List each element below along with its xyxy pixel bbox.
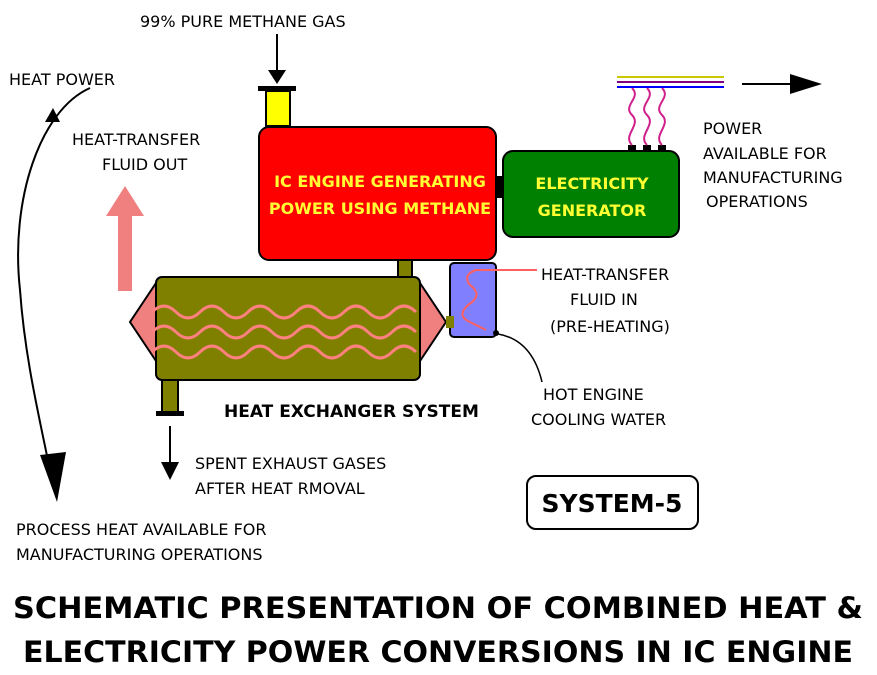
heat-exchanger-body (155, 276, 421, 381)
power-output-arrowhead (790, 74, 822, 94)
methane-inlet-arrowhead (268, 70, 286, 84)
power-label-line3: MANUFACTURING (703, 168, 843, 187)
cooling-water-label-line2: COOLING WATER (531, 410, 666, 429)
process-heat-label-line2: MANUFACTURING OPERATIONS (16, 545, 263, 564)
exhaust-label-line1: SPENT EXHAUST GASES (195, 454, 386, 473)
engine-label-line1: IC ENGINE GENERATING (274, 172, 486, 191)
heat-exchanger-coil-1 (150, 304, 418, 320)
heat-power-label: HEAT POWER (9, 70, 115, 89)
cooling-water-leader (497, 333, 543, 383)
heat-exchanger-coil-2 (150, 324, 418, 340)
fluid-out-arrow-shaft (118, 215, 132, 291)
power-label-line2: AVAILABLE FOR (703, 144, 827, 163)
output-wire-1 (628, 87, 636, 146)
heat-transfer-fluid-in-line (461, 269, 537, 331)
terminal-3 (658, 145, 666, 152)
title-line1: SCHEMATIC PRESENTATION OF COMBINED HEAT … (13, 591, 863, 625)
fluid-out-arrowhead (106, 186, 144, 216)
terminal-1 (628, 145, 636, 152)
electricity-generator-box (502, 150, 680, 238)
fluid-out-label-line2: FLUID OUT (102, 155, 187, 174)
drive-shaft (496, 176, 504, 198)
heat-power-top-marker (45, 108, 60, 122)
system-name: SYSTEM-5 (542, 489, 683, 518)
exhaust-outlet-pipe (161, 379, 179, 413)
heat-power-arrowhead (40, 452, 66, 502)
methane-inlet-nozzle (265, 90, 291, 127)
system-badge (526, 475, 699, 530)
cooling-link (446, 316, 454, 328)
title-line2: ELECTRICITY POWER CONVERSIONS IN IC ENGI… (23, 635, 853, 669)
fluid-in-label-line3: (PRE-HEATING) (550, 317, 670, 336)
terminal-2 (643, 145, 651, 152)
power-label-line1: POWER (703, 119, 762, 138)
exhaust-outlet-flange (156, 411, 184, 416)
fluid-out-label-line1: HEAT-TRANSFER (72, 130, 200, 149)
ic-engine-box (258, 126, 497, 261)
heat-power-flow-line (17, 87, 91, 481)
power-label-line4: OPERATIONS (706, 192, 808, 211)
cooling-water-port (493, 330, 499, 336)
process-heat-label-line1: PROCESS HEAT AVAILABLE FOR (16, 520, 266, 539)
generator-label-line1: ELECTRICITY (535, 174, 649, 193)
output-wire-2 (643, 87, 651, 146)
cooling-water-label-line1: HOT ENGINE (543, 385, 644, 404)
exhaust-label-line2: AFTER HEAT RMOVAL (195, 479, 365, 498)
heat-exchanger-coil-3 (150, 344, 418, 360)
exhaust-arrowhead (161, 462, 179, 480)
fluid-in-label-line2: FLUID IN (570, 290, 638, 309)
heat-exchanger-label: HEAT EXCHANGER SYSTEM (224, 402, 479, 422)
output-wire-3 (658, 87, 666, 146)
inlet-flange (258, 86, 296, 91)
engine-label-line2: POWER USING METHANE (269, 199, 491, 218)
heat-exchanger-right-cap (417, 276, 448, 368)
exhaust-connector (397, 259, 413, 279)
generator-label-line2: GENERATOR (538, 201, 647, 220)
methane-input-label: 99% PURE METHANE GAS (140, 12, 346, 31)
fluid-in-label-line1: HEAT-TRANSFER (541, 265, 669, 284)
